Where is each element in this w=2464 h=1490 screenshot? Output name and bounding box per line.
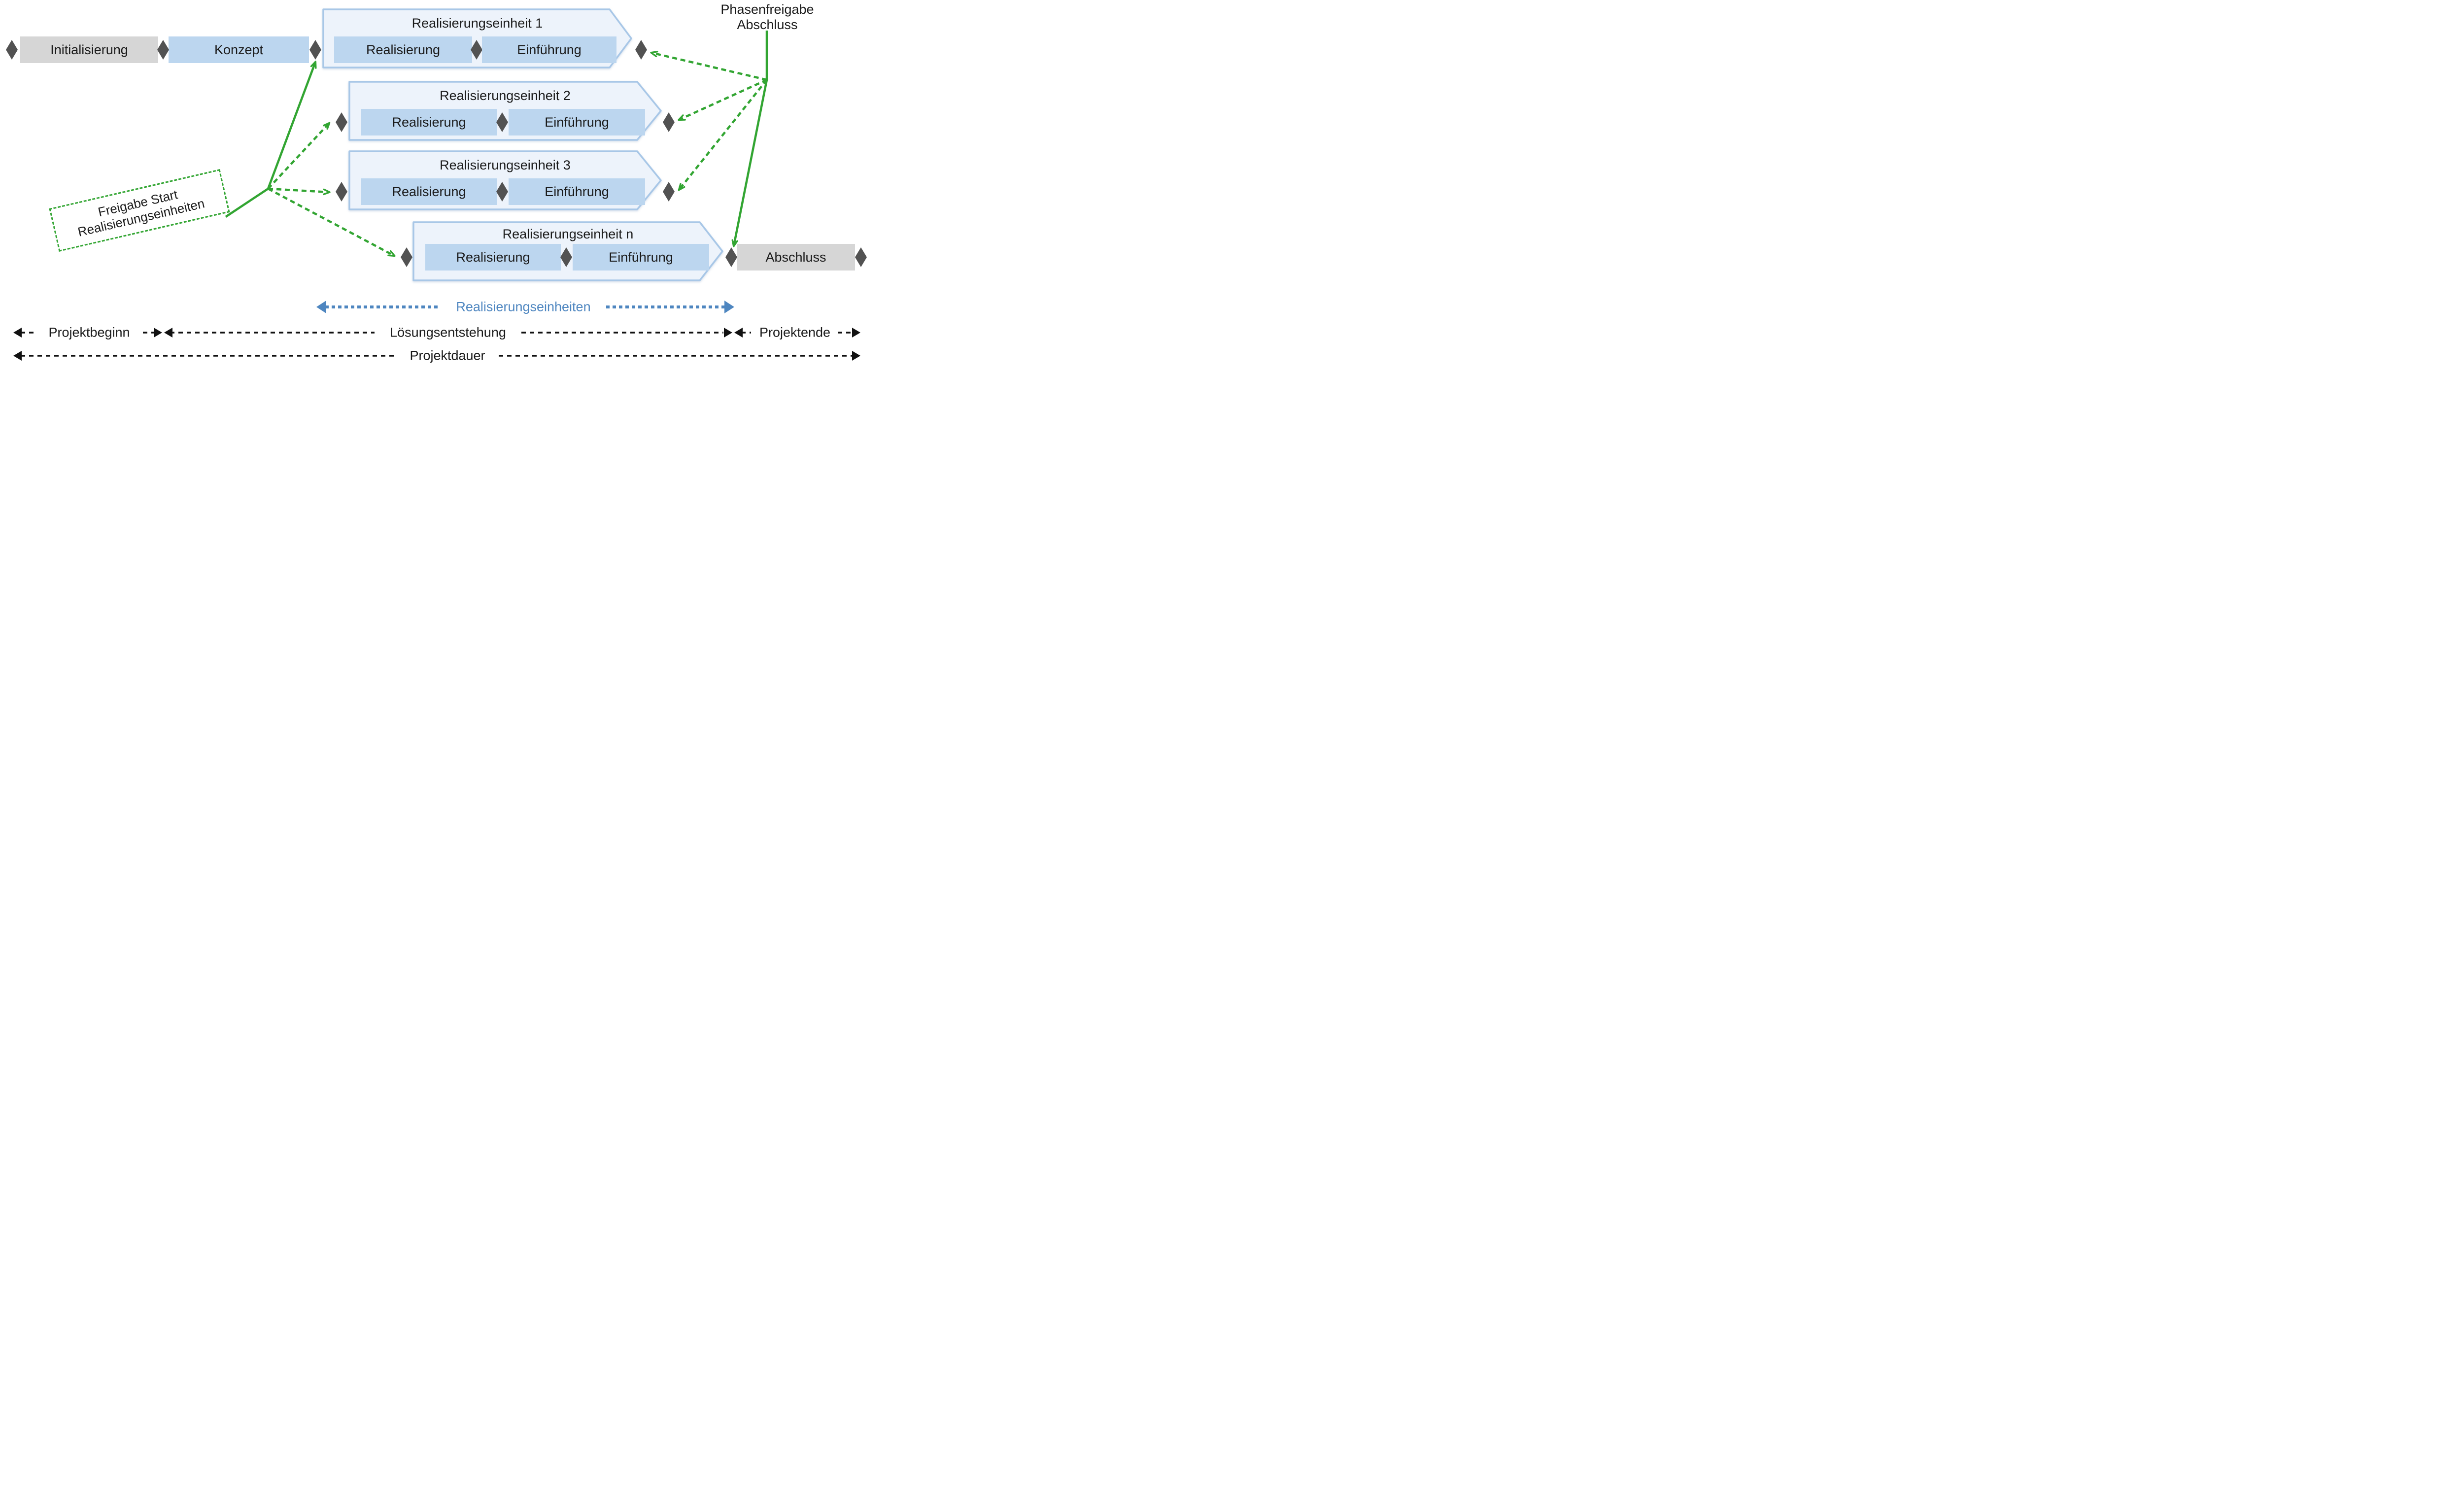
unit-phase-einfuehrung: Einführung bbox=[482, 36, 616, 63]
phasenfreigabe-line1: Phasenfreigabe bbox=[720, 2, 814, 17]
unit-phase-realisierung: Realisierung bbox=[425, 244, 561, 271]
timeline-row-projektdauer bbox=[13, 351, 860, 361]
projektende-arrowhead-left bbox=[734, 328, 743, 338]
projektbeginn-arrowhead-left bbox=[13, 328, 22, 338]
phase-abschluss: Abschluss bbox=[737, 244, 855, 271]
freigabe-start-connections bbox=[225, 61, 396, 257]
span-arrowhead-right bbox=[724, 301, 734, 313]
unit-title: Realisierungseinheit 3 bbox=[440, 158, 571, 172]
unit-realisierungseinheit-n: Realisierungseinheit n Realisierung Einf… bbox=[412, 221, 723, 281]
unit-phase-einfuehrung: Einführung bbox=[509, 109, 645, 135]
span-arrowhead-left bbox=[316, 301, 326, 313]
unit-phase-realisierung: Realisierung bbox=[334, 36, 472, 63]
projektende-arrowhead-right bbox=[852, 328, 860, 338]
projektdauer-arrowhead-left bbox=[13, 351, 22, 361]
hermes-phase-diagram: Initialisierung Konzept Realisierungsein… bbox=[0, 0, 873, 372]
freigabe-to-re2-arrow bbox=[267, 122, 331, 190]
phasenfreigabe-abschluss-label: Phasenfreigabe Abschluss bbox=[686, 2, 849, 33]
loesung-arrowhead-right bbox=[724, 328, 732, 338]
phasenfreigabe-line2: Abschluss bbox=[737, 17, 798, 32]
phase-konzept: Konzept bbox=[169, 36, 309, 63]
phasenfreigabe-connections bbox=[650, 31, 768, 247]
unit-phase-realisierung: Realisierung bbox=[361, 178, 497, 205]
unit-title: Realisierungseinheit 1 bbox=[411, 16, 543, 31]
unit-realisierungseinheit-2: Realisierungseinheit 2 Realisierung Einf… bbox=[348, 81, 662, 141]
projektdauer-arrowhead-right bbox=[852, 351, 860, 361]
unit-phase-einfuehrung: Einführung bbox=[573, 244, 709, 271]
projektdauer-label: Projektdauer bbox=[408, 348, 487, 364]
phasenfreigabe-to-re1-arrow bbox=[650, 50, 767, 81]
phasenfreigabe-to-abschluss-arrow bbox=[731, 31, 768, 247]
timeline-row-phases bbox=[13, 328, 860, 338]
phasenfreigabe-to-re2-arrow bbox=[678, 78, 767, 121]
freigabe-to-re3-arrow bbox=[268, 187, 331, 196]
realisierungseinheiten-span-arrow bbox=[316, 301, 734, 313]
unit-realisierungseinheit-3: Realisierungseinheit 3 Realisierung Einf… bbox=[348, 150, 662, 210]
unit-title: Realisierungseinheit 2 bbox=[440, 88, 571, 103]
unit-title: Realisierungseinheit n bbox=[502, 227, 634, 241]
connector-layer bbox=[13, 31, 860, 361]
freigabe-to-konzept-arrow bbox=[225, 61, 317, 218]
projektende-label: Projektende bbox=[757, 325, 833, 340]
realisierungseinheiten-span-label: Realisierungseinheiten bbox=[454, 299, 593, 315]
loesungsentstehung-label: Lösungsentstehung bbox=[388, 325, 508, 340]
freigabe-to-ren-arrow bbox=[267, 188, 396, 257]
unit-phase-einfuehrung: Einführung bbox=[509, 178, 645, 205]
loesung-arrowhead-left bbox=[164, 328, 172, 338]
projektbeginn-label: Projektbeginn bbox=[46, 325, 132, 340]
phasenfreigabe-to-re3-arrow bbox=[678, 79, 768, 191]
projektbeginn-arrowhead-right bbox=[154, 328, 162, 338]
phase-initialisierung: Initialisierung bbox=[20, 36, 158, 63]
unit-phase-realisierung: Realisierung bbox=[361, 109, 497, 135]
unit-realisierungseinheit-1: Realisierungseinheit 1 Realisierung Einf… bbox=[322, 8, 632, 68]
